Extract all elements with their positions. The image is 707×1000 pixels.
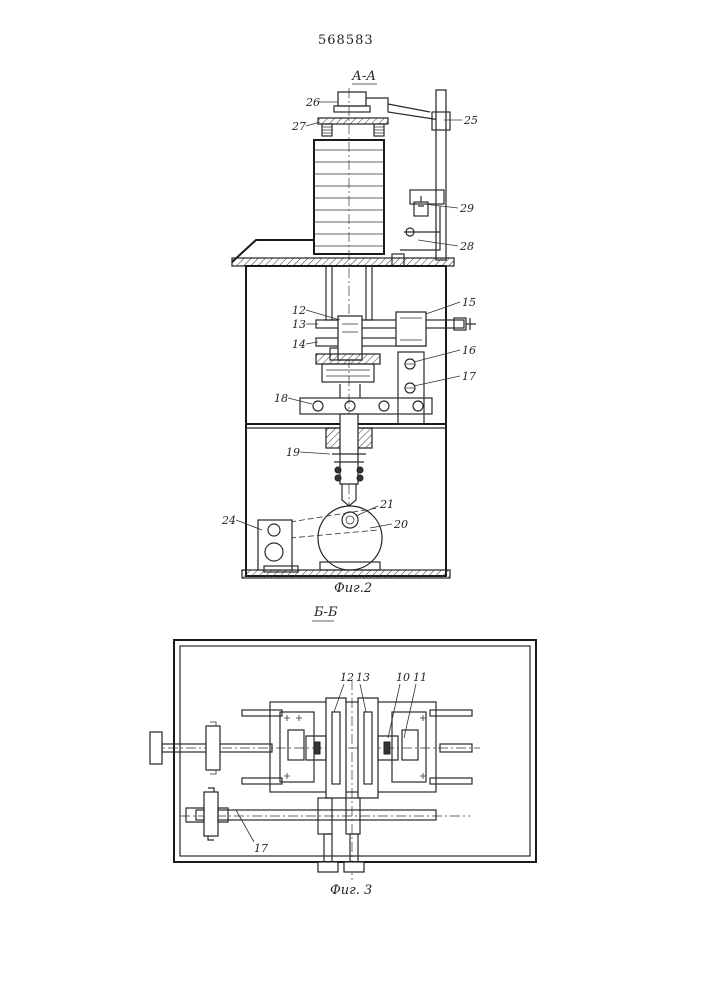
top-cap	[338, 92, 366, 106]
figure-3: Б-Б	[150, 605, 536, 898]
clamp-12	[338, 316, 362, 360]
shaft-17	[196, 810, 436, 820]
motor-20	[318, 506, 382, 570]
part-number: 16	[462, 344, 476, 357]
part-number: 25	[463, 114, 478, 127]
part-number: 12	[292, 304, 306, 317]
fig3-frame-outer	[174, 640, 536, 862]
part-number: 20	[393, 518, 408, 531]
fig3-frame-inner	[180, 646, 530, 856]
patent-number: 568583	[318, 33, 374, 48]
part-number: 26	[305, 96, 320, 109]
carriage-18	[300, 398, 432, 414]
part-number: 27	[291, 120, 306, 133]
guide-column	[436, 90, 446, 260]
handwheel	[150, 732, 162, 764]
fig3-caption: Фиг. 3	[330, 883, 372, 898]
fig3-carriage	[270, 702, 436, 792]
part-number: 21	[379, 498, 394, 511]
part-number: 18	[274, 392, 288, 405]
part-number: 14	[292, 338, 306, 351]
gearbox-24	[258, 520, 292, 570]
part-number: 28	[459, 240, 474, 253]
part-number: 17	[462, 370, 476, 383]
part-number: 17	[254, 842, 268, 855]
spring-plate	[318, 118, 388, 124]
part-number: 29	[459, 202, 474, 215]
fig2-caption: Фиг.2	[334, 581, 372, 596]
fig2-section-label: А-А	[351, 69, 376, 84]
part-number: 19	[286, 446, 300, 459]
part-number: 11	[413, 671, 427, 684]
fig3-section-label: Б-Б	[313, 605, 338, 620]
figure-2: А-А	[221, 69, 478, 596]
part-number: 10	[396, 671, 410, 684]
part-number: 24	[221, 514, 236, 527]
part-number: 13	[292, 318, 306, 331]
part-number: 13	[356, 671, 370, 684]
block-15	[396, 312, 426, 346]
part-number: 15	[462, 296, 476, 309]
part-number: 12	[340, 671, 354, 684]
